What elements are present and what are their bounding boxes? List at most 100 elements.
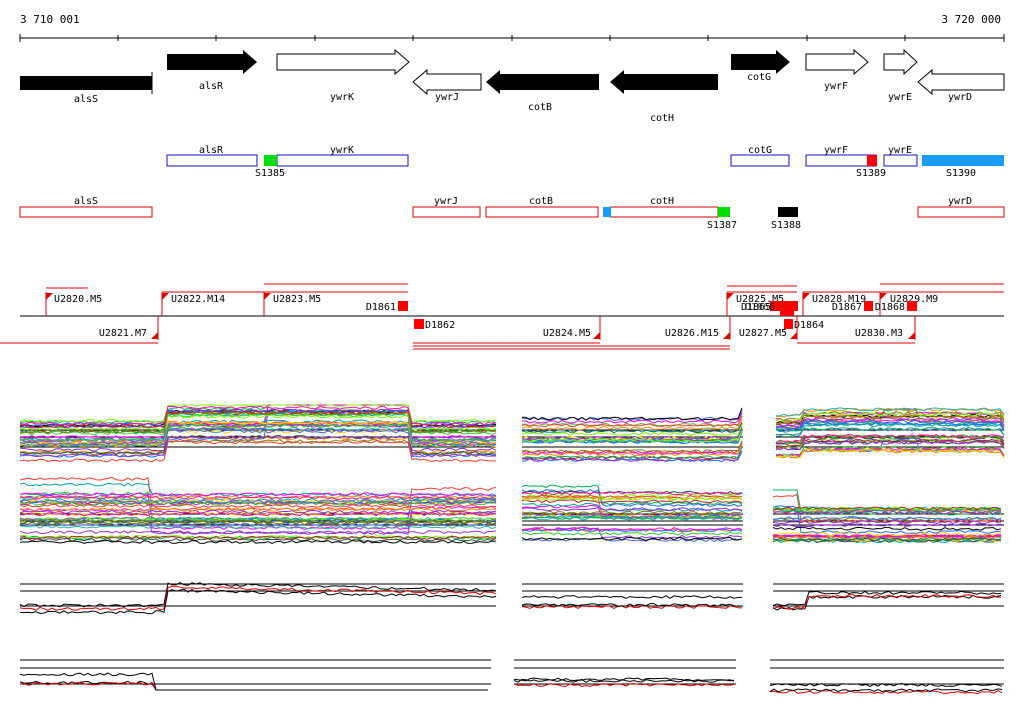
marker-s1390[interactable]	[922, 155, 1004, 166]
gene-cotG[interactable]: cotG	[731, 50, 790, 83]
profile-panel-1b	[521, 407, 743, 463]
deletion-label: D1867	[832, 302, 862, 313]
deletion-marker[interactable]	[907, 301, 917, 311]
region-box[interactable]	[883, 154, 918, 167]
gene-label: ywrK	[330, 92, 354, 103]
segment-label[interactable]: U2822.M14	[171, 294, 225, 305]
profile-panel-3b	[521, 583, 743, 609]
segment-spans-top	[46, 283, 1004, 293]
svg-text:D1866: D1866	[745, 302, 775, 313]
region-box[interactable]	[412, 206, 481, 218]
segment-label[interactable]: U2824.M5	[543, 328, 591, 339]
region-label: alsS	[74, 196, 98, 207]
segment-track: U2820.M5 U2822.M14 U2823.M5 U2825.M5 U28…	[0, 283, 1004, 350]
segment-label[interactable]: U2821.M7	[99, 328, 147, 339]
gene-label: cotH	[650, 113, 674, 124]
segment-label[interactable]: U2825.M5	[736, 294, 784, 305]
region-label: ywrD	[948, 196, 972, 207]
gene-cotH[interactable]: cotH	[610, 70, 718, 124]
gene-track: alsS alsR ywrK ywrJ cotB cotH cotG ywrF	[20, 48, 1005, 124]
region-box[interactable]	[19, 206, 153, 218]
region-box[interactable]	[609, 206, 719, 218]
segment-label[interactable]: U2829.M9	[890, 294, 938, 305]
marker-s1389[interactable]	[867, 155, 877, 166]
marker-label: S1389	[856, 168, 886, 179]
region-box[interactable]	[917, 206, 1005, 218]
segment-flags-bottom	[151, 332, 915, 339]
deletion-marker[interactable]	[414, 319, 424, 329]
expression-profile-panels	[19, 404, 1005, 695]
region-label: ywrJ	[434, 196, 458, 207]
region-label: cotH	[650, 196, 674, 207]
profile-panel-3a	[19, 582, 497, 615]
segment-label[interactable]: U2826.M15	[665, 328, 719, 339]
profile-panel-1c	[775, 407, 1005, 459]
deletion-label: D1868	[875, 302, 905, 313]
region-box[interactable]	[805, 154, 877, 167]
profile-panel-2a	[19, 476, 497, 544]
region-label: ywrK	[330, 145, 354, 156]
coordinate-ruler: 3 710 001 3 720 000	[19, 13, 1005, 42]
segment-flags-top	[46, 293, 887, 300]
deletion-cluster[interactable]: D1865 D1866	[741, 301, 798, 316]
segment-label[interactable]: U2823.M5	[273, 294, 321, 305]
gene-label: alsS	[74, 94, 98, 105]
profile-panel-2c	[772, 489, 1004, 544]
region-label: ywrE	[888, 145, 912, 156]
gene-alsR[interactable]: alsR	[167, 50, 257, 92]
gene-label: ywrD	[948, 92, 972, 103]
region-box[interactable]	[485, 206, 599, 218]
segment-label[interactable]: U2827.M5	[739, 328, 787, 339]
deletion-label: D1861	[366, 302, 396, 313]
segment-label[interactable]: U2830.M3	[855, 328, 903, 339]
ruler-start-label: 3 710 001	[20, 13, 80, 26]
profile-panel-3c	[772, 583, 1004, 611]
gene-label: ywrE	[888, 92, 912, 103]
gene-ywrK[interactable]: ywrK	[276, 48, 410, 103]
gene-cotB[interactable]: cotB	[486, 70, 599, 113]
segment-label[interactable]: U2820.M5	[54, 294, 102, 305]
gene-label: ywrF	[824, 81, 848, 92]
profile-panel-1a	[19, 404, 497, 463]
gene-label: ywrJ	[435, 92, 459, 103]
region-box[interactable]	[166, 154, 258, 167]
marker-s1387[interactable]	[718, 207, 730, 217]
gene-ywrD[interactable]: ywrD	[917, 68, 1005, 103]
deletion-label: D1864	[794, 320, 824, 331]
gene-alsS[interactable]: alsS	[20, 72, 153, 105]
profile-panel-2b	[521, 484, 743, 543]
gene-ywrE[interactable]: ywrE	[883, 48, 918, 103]
marker-blue[interactable]	[603, 207, 611, 217]
marker-s1388[interactable]	[778, 207, 798, 217]
gene-label: alsR	[199, 81, 224, 92]
reverse-region-track: alsS ywrJ cotB cotH ywrD S1387 S1388	[19, 196, 1005, 231]
marker-label: S1390	[946, 168, 976, 179]
profile-panel-4a	[19, 659, 491, 691]
gene-label: cotG	[747, 72, 771, 83]
gene-ywrJ[interactable]: ywrJ	[412, 68, 482, 103]
deletion-label: D1865	[741, 302, 771, 313]
forward-region-track: alsR ywrK cotG ywrF ywrE S1385 S1389 S13…	[166, 145, 1004, 179]
marker-label: S1385	[255, 168, 285, 179]
deletion-marker[interactable]	[864, 301, 873, 311]
deletion-marker[interactable]	[784, 319, 793, 329]
ruler-ticks	[19, 34, 1005, 42]
marker-label: S1387	[707, 220, 737, 231]
segment-spans-bottom	[0, 342, 915, 350]
region-label: cotB	[529, 196, 553, 207]
gene-label: cotB	[528, 102, 552, 113]
ruler-end-label: 3 720 000	[941, 13, 1001, 26]
region-box[interactable]	[276, 154, 409, 167]
profile-panel-4b	[513, 659, 736, 688]
marker-s1385[interactable]	[264, 155, 277, 166]
gene-ywrF[interactable]: ywrF	[805, 48, 869, 92]
deletion-marker[interactable]	[398, 301, 408, 311]
region-label: ywrF	[824, 145, 848, 156]
profile-panel-4c	[769, 659, 1004, 695]
region-box[interactable]	[730, 154, 790, 167]
marker-label: S1388	[771, 220, 801, 231]
deletion-label: D1862	[425, 320, 455, 331]
segment-label[interactable]: U2828.M19	[812, 294, 866, 305]
region-label: cotG	[748, 145, 772, 156]
